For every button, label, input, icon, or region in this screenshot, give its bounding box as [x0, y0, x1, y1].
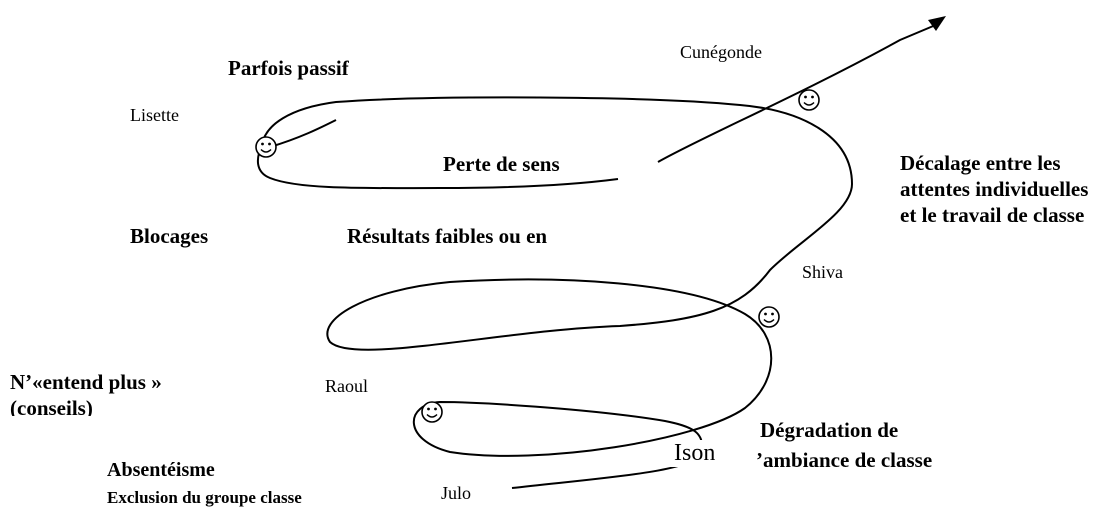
rising-arrow-line [657, 23, 939, 163]
arrow-head [928, 16, 946, 31]
label-degradation-2: ’ambiance de classe [756, 448, 933, 472]
label-blocages: Blocages [130, 224, 209, 248]
smiley-icon [758, 306, 780, 328]
name-lisette: Lisette [130, 105, 179, 125]
label-entend-plus: N’«entend plus » [10, 370, 162, 394]
label-degradation-1: Dégradation de [760, 418, 899, 442]
name-shiva: Shiva [802, 262, 844, 282]
label-absenteisme: Absentéisme [107, 459, 215, 481]
name-cunegonde: Cunégonde [680, 42, 762, 62]
name-ison: Ison [670, 440, 720, 467]
lisette-connector [269, 119, 337, 148]
label-resultats: Résultats faibles ou en [347, 224, 548, 248]
label-decalage: Décalage entre les attentes individuelle… [900, 151, 1089, 227]
smiley-icon [798, 89, 820, 111]
label-parfois-passif: Parfois passif [228, 56, 349, 80]
smiley-icon [421, 401, 443, 423]
name-julo: Julo [441, 483, 472, 503]
name-raoul: Raoul [325, 376, 368, 396]
label-exclusion: Exclusion du groupe classe [107, 488, 302, 507]
label-conseils: (conseils) [10, 396, 93, 416]
spiral-curve [256, 96, 854, 489]
label-perte-de-sens: Perte de sens [443, 152, 560, 176]
smiley-icon [255, 136, 277, 158]
